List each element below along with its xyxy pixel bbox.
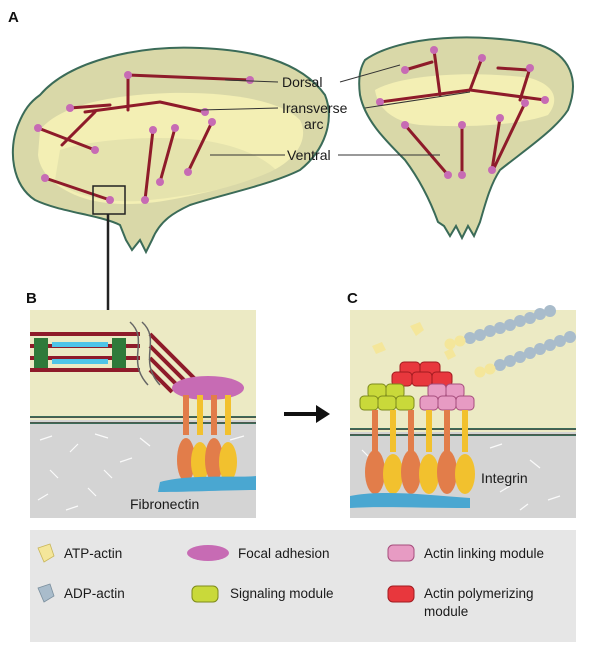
transition-arrow — [284, 405, 330, 423]
actin-polymerizing-module-icon — [387, 585, 415, 603]
legend-actin-polymerizing-line1: Actin polymerizing — [424, 586, 534, 601]
panel-c — [350, 305, 576, 518]
panel-a-leaders — [199, 64, 471, 156]
integrins-c — [365, 410, 475, 494]
panel-letter-c: C — [347, 290, 358, 307]
adp-actin-icon — [37, 583, 55, 603]
panel-letter-b: B — [26, 290, 37, 307]
right-cell-fiber-tips — [376, 46, 549, 179]
label-dorsal: Dorsal — [282, 74, 322, 90]
focal-adhesion-icon — [187, 545, 229, 561]
membrane-b — [30, 416, 256, 424]
myosin-right — [112, 338, 126, 368]
label-fibronectin: Fibronectin — [130, 496, 199, 512]
panel-letter-a: A — [8, 9, 19, 26]
fibronectin-b — [158, 476, 256, 492]
left-cell-fiber-tips — [34, 71, 254, 204]
legend-focal-adhesion: Focal adhesion — [238, 546, 330, 561]
right-cell — [358, 36, 574, 241]
polymerizing-module-c — [391, 361, 453, 387]
actin-linking-module-icon — [387, 544, 415, 562]
integrins-b — [177, 395, 237, 482]
legend-signaling-module: Signaling module — [230, 586, 334, 601]
legend-actin-polymerizing-line2: module — [424, 604, 468, 619]
right-cell-fibers — [378, 48, 547, 177]
left-cell-fibers — [36, 73, 252, 202]
legend-adp-actin: ADP-actin — [64, 586, 125, 601]
label-transverse-arc-line2: arc — [304, 116, 323, 132]
signaling-module-c — [359, 383, 415, 411]
label-transverse-arc-line1: Iransverse — [282, 100, 348, 116]
actin-filaments-c — [372, 305, 576, 378]
panel-b — [30, 310, 256, 518]
label-ventral: Ventral — [287, 147, 331, 163]
label-integrin: Integrin — [481, 470, 528, 486]
legend: ATP-actin ADP-actin Focal adhesion Signa… — [30, 530, 576, 642]
focal-adhesion-b — [172, 376, 244, 400]
signaling-module-icon — [191, 585, 219, 603]
legend-atp-actin: ATP-actin — [64, 546, 122, 561]
atp-actin-icon — [37, 543, 55, 563]
right-cell-lamella — [375, 74, 555, 127]
fibronectin-c — [350, 492, 470, 508]
myosin-left — [34, 338, 48, 368]
legend-actin-linking-module: Actin linking module — [424, 546, 544, 561]
